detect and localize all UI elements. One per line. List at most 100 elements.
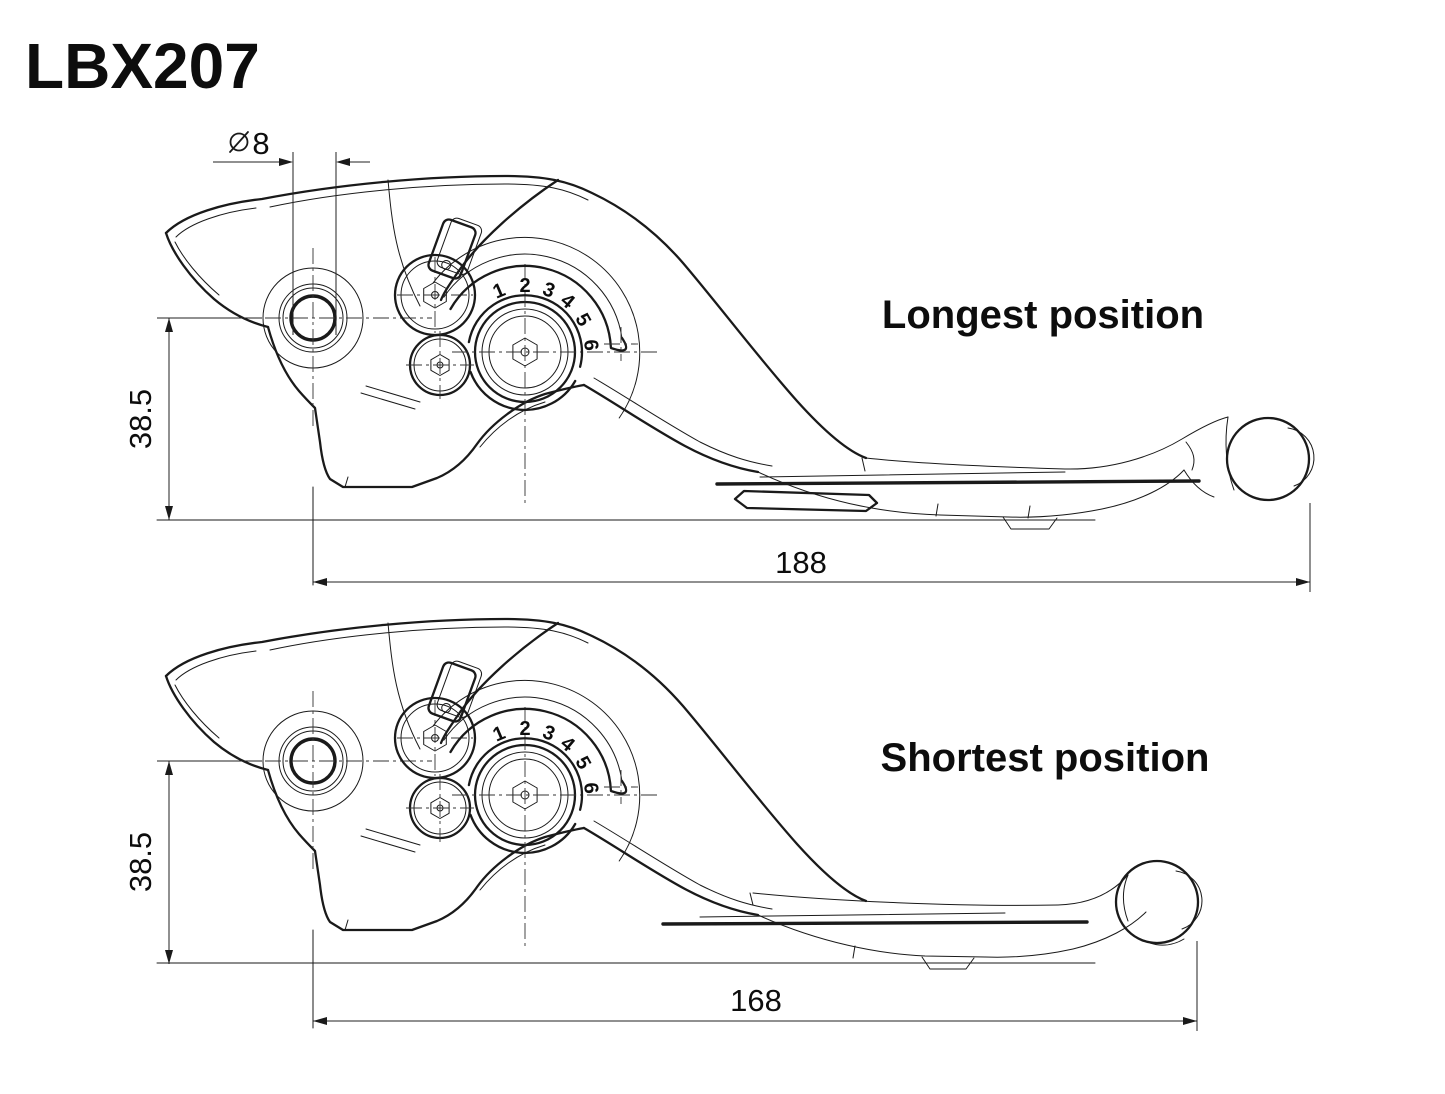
neck-bottom-seam [1183,469,1215,498]
view-label-shortest: Shortest position [881,736,1210,780]
horn-inner-line [174,684,220,739]
dimension-arrowhead [1296,578,1310,586]
lever-outline-sweep [582,826,760,917]
dim-overall-length-shortest: 168 [730,983,782,1018]
adjuster-scale-number: 6 [579,338,602,351]
ball-contour [1123,874,1129,922]
dim-overall-length-longest: 188 [775,545,827,580]
inner-contour [269,183,589,208]
adjuster-scale-number: 3 [540,278,558,303]
arc-end-hook [609,336,628,352]
ball-contour [1225,416,1235,491]
dimension-arrowhead [1183,1017,1197,1025]
view-label-longest: Longest position [882,293,1204,337]
body-inner-arc [432,236,641,419]
adjuster-scale-number: 2 [519,718,530,740]
foot-notch [344,919,349,931]
dim-hole-diameter-value: 8 [252,126,269,161]
clip-pin [441,702,452,713]
dimension-arrowhead [313,578,327,586]
lever-outline-horn [164,674,270,772]
ball-highlight-arc [1287,427,1315,487]
neck-contour [1149,938,1185,946]
foot-notch [344,476,349,488]
diameter-symbol-icon [229,131,249,153]
blade-upper-line [759,471,1066,478]
blade-bottom-tab [921,956,975,970]
dimension-arrowhead [313,1017,327,1025]
dim-height-shortest: 38.5 [123,832,158,892]
adjuster-arc-outer [449,707,613,792]
adjuster-arc-outer-thin [443,696,623,782]
adjuster-scale-number: 5 [570,753,595,773]
dimension-arrowhead [165,761,173,775]
horn-inner-line [175,207,257,238]
adjuster-arc-inner [467,294,584,368]
lever-outline-sweep [582,383,760,474]
diagonal-seam [365,385,421,403]
blade-bottom-edge [757,911,1147,958]
blade-top-edge [752,874,1129,906]
adjuster-scale-number: 4 [556,732,579,757]
adjuster-scale-number: 2 [519,275,530,297]
ball-end [1114,859,1200,945]
lever-outline-bottom [266,768,586,932]
dimension-arrowhead [279,158,293,166]
blade-seam-tick [1027,505,1031,519]
dimension-arrowhead [165,318,173,332]
lever-outline-bottom [266,325,586,489]
dimension-linework [157,152,1311,1031]
adjuster-arc-lower [469,370,577,412]
blade-top-edge [865,416,1229,470]
adjuster-arc-outer [449,264,613,349]
blade-bottom-edge [757,469,1185,518]
sweep-inner-line [593,820,773,910]
clip-pin [441,259,452,270]
adjuster-arc-lower [469,813,577,855]
clip-edge [436,660,483,719]
inner-contour [269,626,589,651]
retaining-clip [427,217,483,280]
bolt-upper-hex-icon [423,281,447,309]
adjuster-scale-number: 1 [490,722,509,747]
bolt-lower-hex-icon [430,797,450,819]
lever-outline-horn [164,231,270,329]
diagonal-seam [365,828,421,846]
dim-height-longest: 38.5 [123,389,158,449]
clip-body [427,661,477,723]
lever-outline-top [164,617,868,903]
part-number-title: LBX207 [25,30,260,102]
adjuster-scale-number: 6 [579,781,602,794]
retaining-clip [427,660,483,723]
clip-edge [436,217,483,276]
adjuster-scale-number: 1 [490,279,509,304]
blade-upper-line [699,912,1006,918]
lever-outline-top [164,174,868,460]
blade-bottom-tab [1002,516,1058,530]
body-seam [387,622,421,750]
ball-highlight-arc [1175,870,1203,930]
blade-seam-tick [861,457,866,472]
blade-seam-tick [935,503,939,517]
bolt-upper-hex-icon [423,724,447,752]
valley-inner-line [479,401,546,448]
blade-seam-tick [749,892,754,906]
adjuster-scale-number: 3 [540,721,558,746]
adjuster-arc-outer-thin [443,253,623,339]
diagonal-seam [360,392,416,410]
diagonal-seam [360,835,416,853]
dimension-arrowhead [165,950,173,964]
dimension-arrowhead [165,506,173,520]
sweep-inner-line [593,377,773,467]
blade-seam-tick [852,945,856,959]
body-seam [387,179,421,307]
blade-insert-strip [733,489,879,513]
clip-body [427,218,477,280]
neck-contour [1185,441,1195,471]
blade-groove-line [661,920,1089,926]
body-inner-arc [432,679,641,862]
bolt-lower-hex-icon [430,354,450,376]
blade-groove-line [715,479,1201,486]
